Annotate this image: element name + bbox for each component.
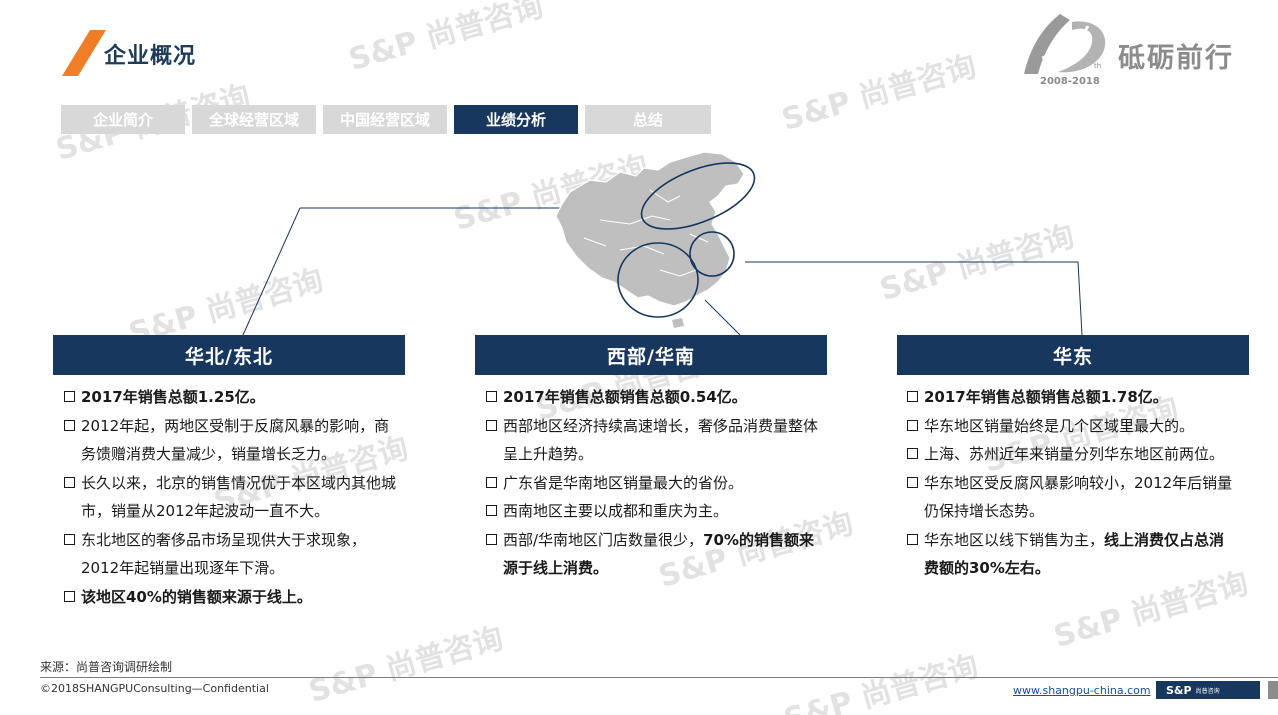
- watermark: S&P 尚普咨询: [345, 0, 548, 78]
- list-item: 该地区40%的销售额来源于线上。: [63, 583, 403, 612]
- website-link[interactable]: www.shangpu-china.com: [1013, 684, 1151, 697]
- list-item: 华东地区以线下销售为主，线上消费仅占总消费额的30%左右。: [906, 526, 1238, 583]
- watermark: S&P 尚普咨询: [778, 48, 981, 138]
- tab-company-intro[interactable]: 企业简介: [61, 105, 185, 134]
- logo-th: th: [1094, 62, 1101, 70]
- badge-subtext: 尚普咨询: [1195, 687, 1220, 695]
- footer-corner-block: [1268, 681, 1278, 699]
- list-item: 东北地区的奢侈品市场呈现供大于求现象，2012年起销量出现逐年下滑。: [63, 526, 403, 583]
- region-bullets-west-south: 2017年销售总额销售总额0.54亿。 西部地区经济持续高速增长，奢侈品消费量整…: [485, 383, 825, 583]
- title-accent-slash-icon: [62, 30, 106, 76]
- list-item: 广东省是华南地区销量最大的省份。: [485, 469, 825, 498]
- region-header-west-south: 西部/华南: [475, 335, 827, 375]
- list-item: 西部/华南地区门店数量很少，70%的销售额来源于线上消费。: [485, 526, 825, 583]
- list-item: 2017年销售总额销售总额0.54亿。: [485, 383, 825, 412]
- list-item: 长久以来，北京的销售情况优于本区域内其他城市，销量从2012年起波动一直不大。: [63, 469, 403, 526]
- logo-years: 2008-2018: [1040, 76, 1100, 87]
- anniversary-logo-icon: th: [1024, 14, 1106, 74]
- east-region-outline: [689, 231, 735, 277]
- list-item: 2017年销售总额销售总额1.78亿。: [906, 383, 1238, 412]
- footer-divider: [40, 677, 1278, 678]
- region-bullets-east: 2017年销售总额销售总额1.78亿。 华东地区销量始终是几个区域里最大的。 上…: [906, 383, 1238, 583]
- watermark: S&P 尚普咨询: [876, 218, 1079, 308]
- page-title: 企业概况: [104, 44, 197, 69]
- region-header-east: 华东: [897, 335, 1249, 375]
- china-region-map: [555, 151, 756, 328]
- list-item: 西部地区经济持续高速增长，奢侈品消费量整体呈上升趋势。: [485, 412, 825, 469]
- list-item: 2017年销售总额1.25亿。: [63, 383, 403, 412]
- list-item: 西南地区主要以成都和重庆为主。: [485, 497, 825, 526]
- tab-global-regions[interactable]: 全球经营区域: [192, 105, 316, 134]
- source-note: 来源：尚普咨询调研绘制: [40, 660, 173, 674]
- watermark: S&P 尚普咨询: [780, 648, 983, 715]
- list-item: 2012年起，两地区受制于反腐风暴的影响，商务馈赠消费大量减少，销量增长乏力。: [63, 412, 403, 469]
- watermark: S&P 尚普咨询: [305, 620, 508, 710]
- west-south-region-outline: [617, 242, 699, 318]
- region-bullets-north-northeast: 2017年销售总额1.25亿。 2012年起，两地区受制于反腐风暴的影响，商务馈…: [63, 383, 403, 611]
- list-item: 上海、苏州近年来销量分列华东地区前两位。: [906, 440, 1238, 469]
- china-map-shape: [555, 151, 745, 307]
- logo-slogan: 砥砺前行: [1118, 43, 1234, 74]
- copyright-text: ©2018SHANGPUConsulting—Confidential: [40, 682, 269, 695]
- badge-text: S&P: [1166, 683, 1192, 697]
- tab-summary[interactable]: 总结: [585, 105, 711, 134]
- list-item: 华东地区销量始终是几个区域里最大的。: [906, 412, 1238, 441]
- tab-performance-analysis[interactable]: 业绩分析: [454, 105, 578, 134]
- list-item: 华东地区受反腐风暴影响较小，2012年后销量仍保持增长态势。: [906, 469, 1238, 526]
- hainan-island: [672, 318, 684, 328]
- tab-china-regions[interactable]: 中国经营区域: [323, 105, 447, 134]
- region-header-north-northeast: 华北/东北: [53, 335, 405, 375]
- north-region-outline: [640, 162, 756, 230]
